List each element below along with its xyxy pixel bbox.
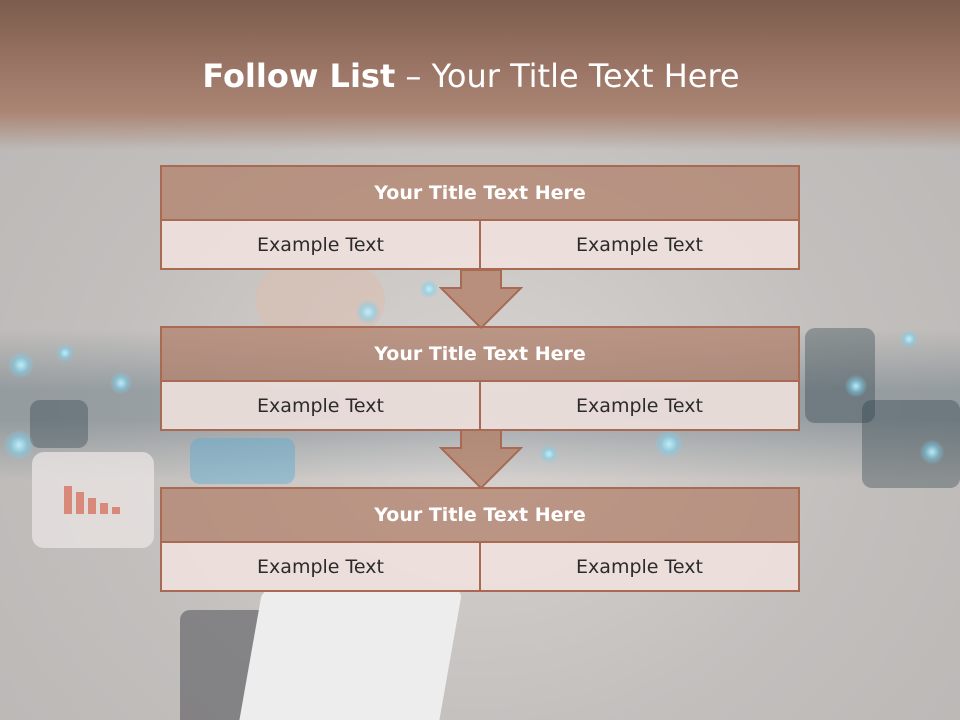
sparkle (56, 344, 74, 362)
sparkle (900, 330, 918, 348)
photo-tile (190, 438, 295, 484)
sparkle (8, 352, 34, 378)
sparkle (920, 440, 944, 464)
step-header: Your Title Text Here (160, 165, 800, 221)
step-cell-right: Example Text (481, 221, 800, 270)
photo-tile (805, 328, 875, 423)
step-header: Your Title Text Here (160, 487, 800, 543)
step-cell-left: Example Text (160, 221, 481, 270)
sparkle (356, 300, 380, 324)
step-cell-right: Example Text (481, 543, 800, 592)
step-header: Your Title Text Here (160, 326, 800, 382)
sparkle (420, 280, 438, 298)
step-row: Example Text Example Text (160, 221, 800, 270)
step-block: Your Title Text Here Example Text Exampl… (160, 165, 800, 270)
photo-tile (30, 400, 88, 448)
header-band (0, 0, 960, 150)
step-cell-left: Example Text (160, 382, 481, 431)
down-arrow-icon (439, 430, 523, 490)
step-block: Your Title Text Here Example Text Exampl… (160, 487, 800, 592)
sparkle (4, 430, 34, 460)
sparkle (845, 375, 867, 397)
chart-card-image (32, 452, 154, 548)
step-cell-right: Example Text (481, 382, 800, 431)
slide-title-rest: – Your Title Text Here (395, 57, 740, 95)
chart-card-bar (64, 486, 72, 514)
chart-card-bar (100, 503, 108, 514)
chart-card-bar (88, 498, 96, 514)
down-arrow-icon (439, 270, 523, 330)
step-row: Example Text Example Text (160, 382, 800, 431)
sparkle (540, 445, 558, 463)
sparkle (655, 430, 683, 458)
slide-title-bold: Follow List (202, 57, 396, 95)
shirt-sleeve-image (237, 590, 463, 720)
step-row: Example Text Example Text (160, 543, 800, 592)
slide-title: Follow List – Your Title Text Here (0, 56, 942, 96)
photo-tile (862, 400, 960, 488)
step-cell-left: Example Text (160, 543, 481, 592)
chart-card-bar (76, 492, 84, 514)
step-block: Your Title Text Here Example Text Exampl… (160, 326, 800, 431)
chart-card-bar (112, 507, 120, 514)
sparkle (110, 372, 132, 394)
